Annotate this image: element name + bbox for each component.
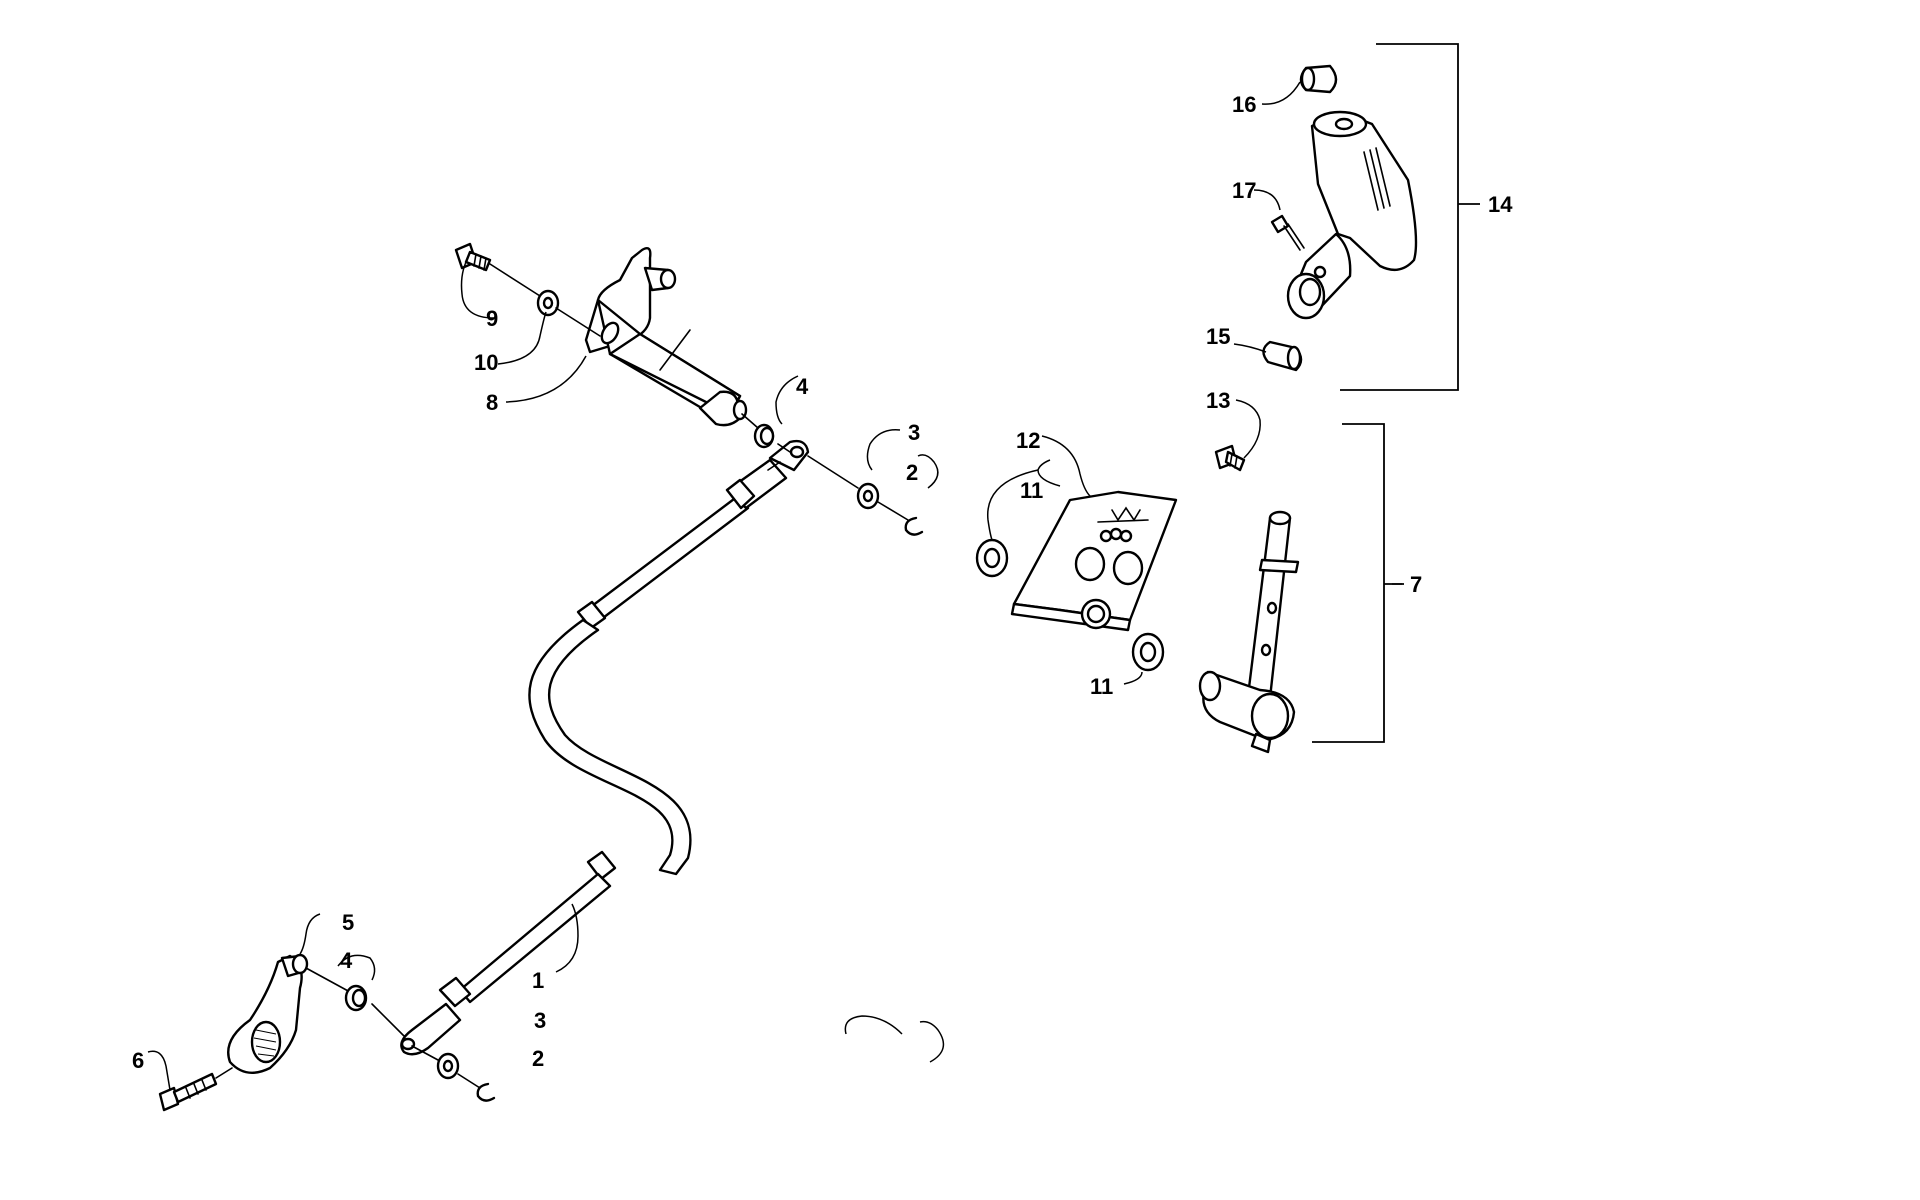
washer-3-upper xyxy=(856,482,880,510)
callout-2-upper: 2 xyxy=(906,460,918,485)
callout-8: 8 xyxy=(486,390,498,415)
callout-4-lower: 4 xyxy=(340,948,353,973)
callout-17: 17 xyxy=(1232,178,1256,203)
callout-6: 6 xyxy=(132,1048,144,1073)
shift-lever-knob xyxy=(1286,110,1418,320)
washer-11-upper xyxy=(975,538,1009,578)
upper-shift-arm xyxy=(584,247,748,427)
callout-3-upper: 3 xyxy=(908,420,920,445)
shift-shaft-assembly xyxy=(1198,510,1300,754)
washer-10 xyxy=(536,289,560,317)
callout-9: 9 xyxy=(486,306,498,331)
callout-3-lower: 3 xyxy=(534,1008,546,1033)
callout-13: 13 xyxy=(1206,388,1230,413)
callout-7: 7 xyxy=(1410,572,1422,597)
bolt-6 xyxy=(158,1072,218,1112)
callout-labels: 1 2 2 3 3 4 4 5 6 7 8 9 10 11 11 12 13 1… xyxy=(132,92,1513,1073)
plug-16 xyxy=(1299,64,1338,94)
washer-3-lower xyxy=(436,1052,460,1080)
screw-17 xyxy=(1270,214,1305,251)
leader-lines xyxy=(147,81,1402,1091)
bolt-13 xyxy=(1214,444,1246,472)
shift-gate-bracket xyxy=(1010,490,1178,632)
callout-12: 12 xyxy=(1016,428,1040,453)
plug-15 xyxy=(1262,340,1303,372)
callout-11-upper: 11 xyxy=(1020,478,1043,503)
e-clip-2-lower xyxy=(476,1082,496,1102)
callout-1: 1 xyxy=(532,968,544,993)
bracket-14 xyxy=(1340,43,1480,391)
callout-16: 16 xyxy=(1232,92,1256,117)
bushing-4-upper xyxy=(753,423,775,449)
callout-10: 10 xyxy=(474,350,498,375)
bushing-4-lower xyxy=(344,984,368,1012)
callout-15: 15 xyxy=(1206,324,1230,349)
callout-4-upper: 4 xyxy=(796,374,809,399)
callout-5: 5 xyxy=(342,910,354,935)
callout-2-lower: 2 xyxy=(532,1046,544,1071)
washer-11-lower xyxy=(1131,632,1165,672)
lower-shift-lever xyxy=(227,953,309,1074)
e-clip-2-upper xyxy=(904,516,924,536)
callout-11-lower: 11 xyxy=(1090,674,1113,699)
bracket-7 xyxy=(1312,423,1404,743)
callout-14: 14 xyxy=(1488,192,1513,217)
bolt-9 xyxy=(454,242,492,272)
shift-rod xyxy=(400,439,810,1056)
